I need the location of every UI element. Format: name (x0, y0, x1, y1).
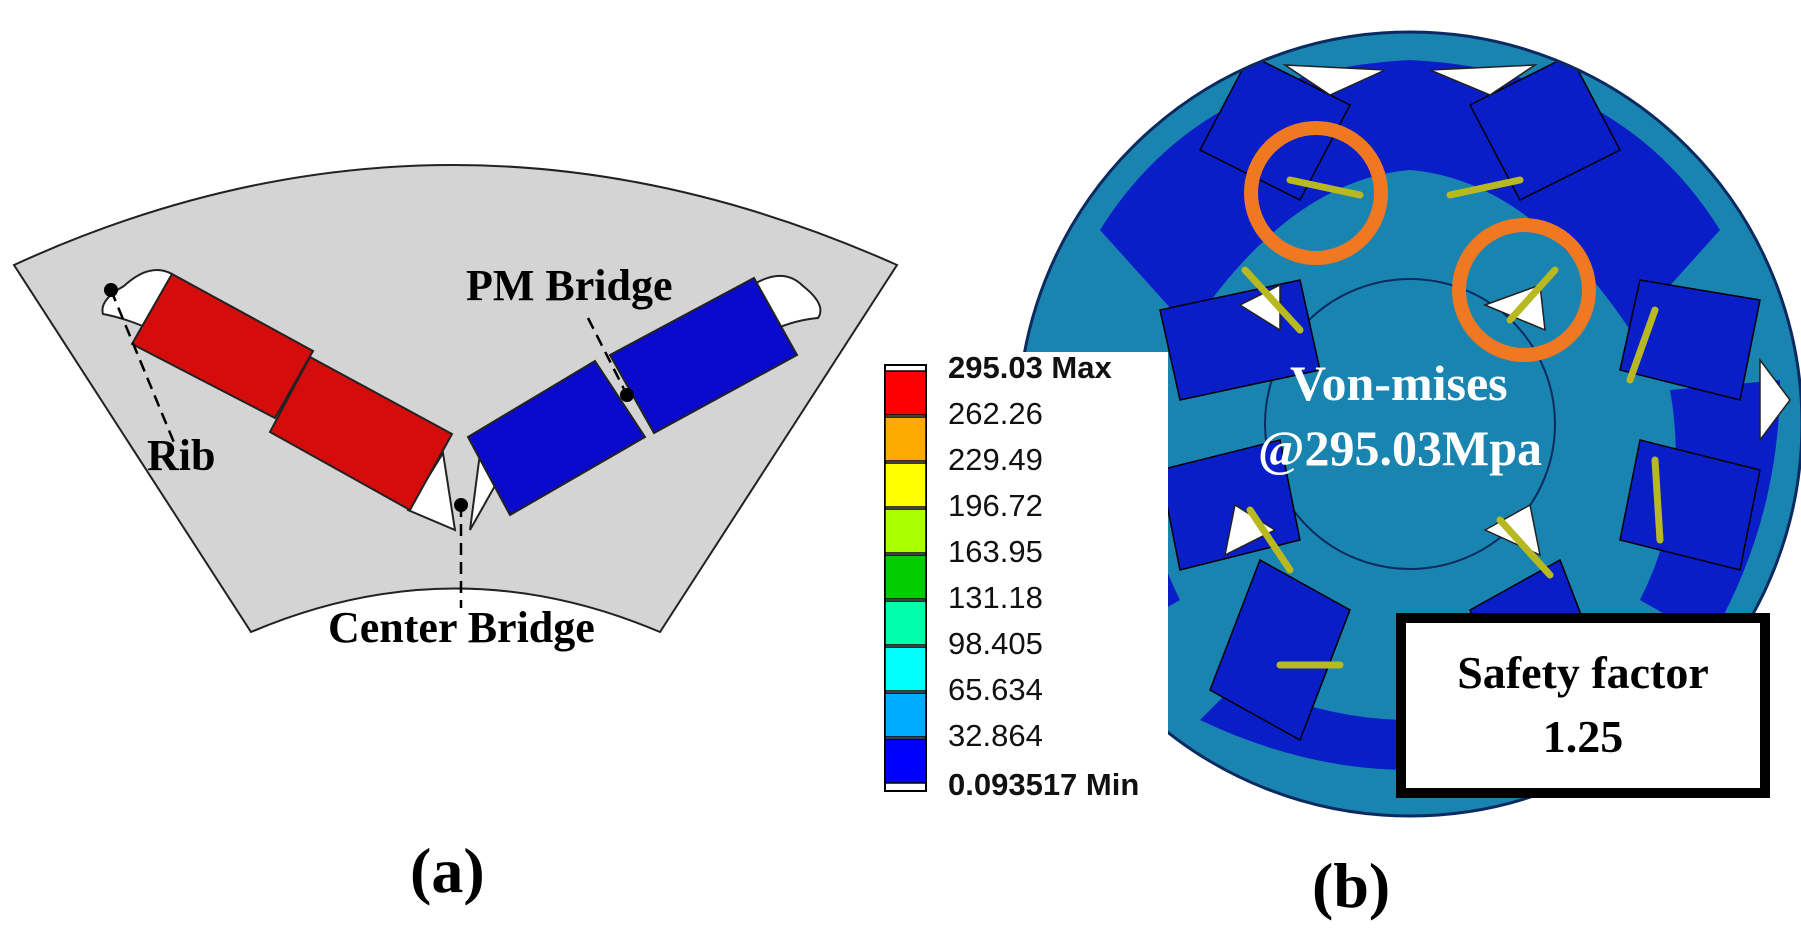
rib-label: Rib (147, 431, 215, 480)
rib-pointer (109, 289, 177, 446)
shaft-bore (1264, 278, 1556, 570)
center-bridge-marker (454, 498, 468, 512)
von-mises-value: @295.03Mpa (1258, 420, 1542, 476)
legend-swatch-8 (884, 692, 927, 738)
pm-bridge-marker (620, 388, 634, 402)
legend-level-1: 262.26 (948, 396, 1043, 431)
safety-factor-label: Safety factor (1457, 647, 1709, 698)
pm-bridge-label: PM Bridge (466, 261, 673, 310)
legend-level-2: 229.49 (948, 442, 1043, 477)
fea-magnet (1209, 558, 1351, 742)
legend-level-5: 131.18 (948, 580, 1043, 615)
legend-level-7: 65.634 (948, 672, 1043, 707)
pm-south-1 (466, 359, 647, 517)
stress-highlight-circle-2 (1452, 218, 1596, 362)
panel-b-caption: (b) (1312, 850, 1390, 921)
rotor-core-segment (12, 164, 899, 634)
pm-north-2 (268, 355, 454, 512)
legend-swatch-9 (884, 738, 927, 784)
stress-highlight-circle-1 (1244, 121, 1388, 265)
legend-swatch-5 (884, 554, 927, 600)
legend-swatch-3 (884, 462, 927, 508)
legend-swatch-4 (884, 508, 927, 554)
legend-level-8: 32.864 (948, 718, 1043, 753)
center-bridge-label: Center Bridge (328, 603, 595, 652)
fea-magnet (1468, 54, 1622, 201)
pm-north-1 (130, 272, 315, 420)
von-mises-title: Von-mises (1290, 355, 1508, 411)
safety-factor-value: 1.25 (1543, 711, 1624, 762)
legend-swatch-2 (884, 416, 927, 462)
legend-max-label: 295.03 Max (948, 350, 1112, 385)
panel-a-caption: (a) (410, 835, 485, 906)
rib-marker (104, 283, 118, 297)
legend-swatch-7 (884, 646, 927, 692)
safety-factor-box (1396, 613, 1770, 798)
legend-swatch-1 (884, 370, 927, 416)
pm-bridge-pointer (586, 317, 629, 396)
fea-magnet (1198, 54, 1352, 201)
stress-legend: 295.03 Max 262.26 229.49 196.72 163.95 1… (884, 350, 1139, 802)
pm-south-2 (608, 276, 799, 435)
panel-a: PM Bridge Rib Center Bridge (a) (12, 164, 899, 906)
legend-level-6: 98.405 (948, 626, 1043, 661)
legend-min-label: 0.093517 Min (948, 767, 1139, 802)
legend-level-3: 196.72 (948, 488, 1043, 523)
legend-level-4: 163.95 (948, 534, 1043, 569)
legend-swatch-6 (884, 600, 927, 646)
